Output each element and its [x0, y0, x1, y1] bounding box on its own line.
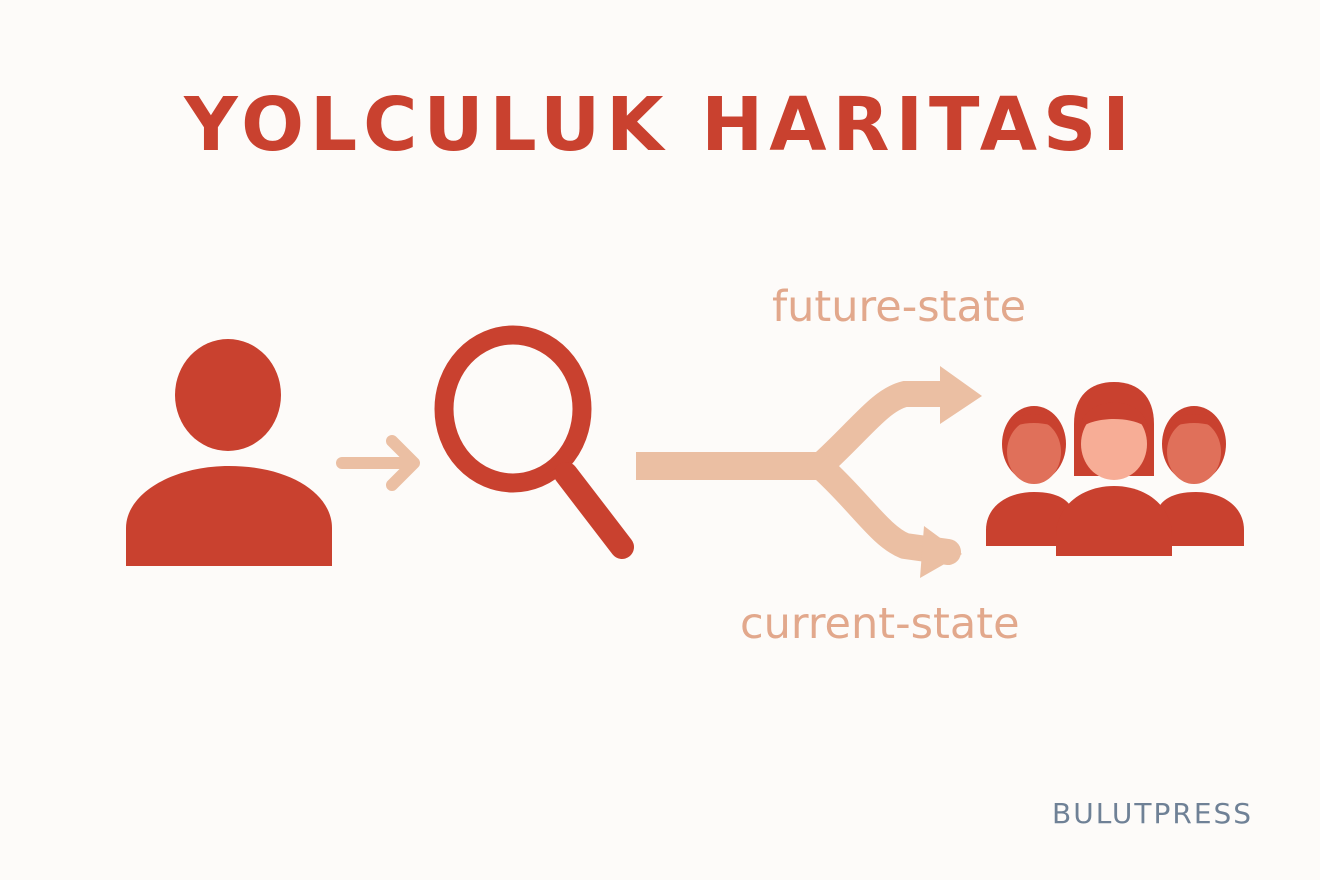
branch-arrow-icon [636, 366, 982, 578]
magnifier-icon [434, 325, 634, 559]
user-icon [126, 339, 332, 566]
group-icon [986, 382, 1244, 556]
brand-logo-text: BULUTPRESS [1052, 797, 1254, 830]
small-arrow-icon [336, 435, 420, 491]
future-state-label: future-state [772, 282, 1027, 332]
page-title: YOLCULUK HARITASI [184, 82, 1136, 168]
current-state-label: current-state [740, 599, 1020, 649]
